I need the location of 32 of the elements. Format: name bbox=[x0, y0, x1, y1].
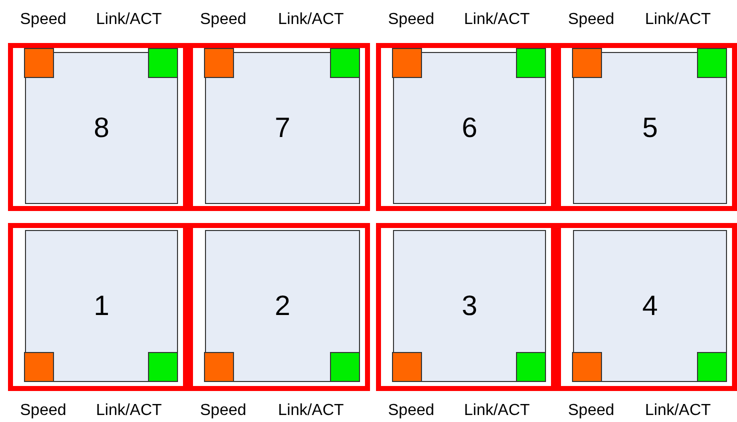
port-box bbox=[205, 230, 360, 382]
port-box bbox=[573, 230, 727, 382]
led-label: Link/ACT bbox=[464, 11, 530, 29]
port-number: 7 bbox=[274, 112, 292, 144]
port-number: 8 bbox=[92, 112, 110, 144]
port-number: 4 bbox=[641, 290, 659, 322]
port-box bbox=[393, 230, 546, 382]
led-label: Link/ACT bbox=[278, 11, 344, 29]
led-label: Speed bbox=[388, 402, 434, 420]
led-label: Speed bbox=[200, 11, 246, 29]
led-label: Link/ACT bbox=[96, 11, 162, 29]
port-number: 3 bbox=[460, 290, 478, 322]
port-box bbox=[393, 52, 546, 204]
port-box bbox=[205, 52, 360, 204]
led-label: Link/ACT bbox=[645, 402, 711, 420]
led-label: Speed bbox=[20, 11, 66, 29]
led-label: Link/ACT bbox=[96, 402, 162, 420]
port-box bbox=[25, 230, 178, 382]
port-number: 2 bbox=[274, 290, 292, 322]
port-number: 6 bbox=[460, 112, 478, 144]
port-number: 1 bbox=[92, 290, 110, 322]
led-label: Link/ACT bbox=[645, 11, 711, 29]
led-label: Speed bbox=[200, 402, 246, 420]
port-number: 5 bbox=[641, 112, 659, 144]
led-label: Speed bbox=[388, 11, 434, 29]
port-box bbox=[25, 52, 178, 204]
led-label: Speed bbox=[568, 402, 614, 420]
led-label: Link/ACT bbox=[464, 402, 530, 420]
led-label: Speed bbox=[568, 11, 614, 29]
led-label: Speed bbox=[20, 402, 66, 420]
led-label: Link/ACT bbox=[278, 402, 344, 420]
port-box bbox=[573, 52, 727, 204]
